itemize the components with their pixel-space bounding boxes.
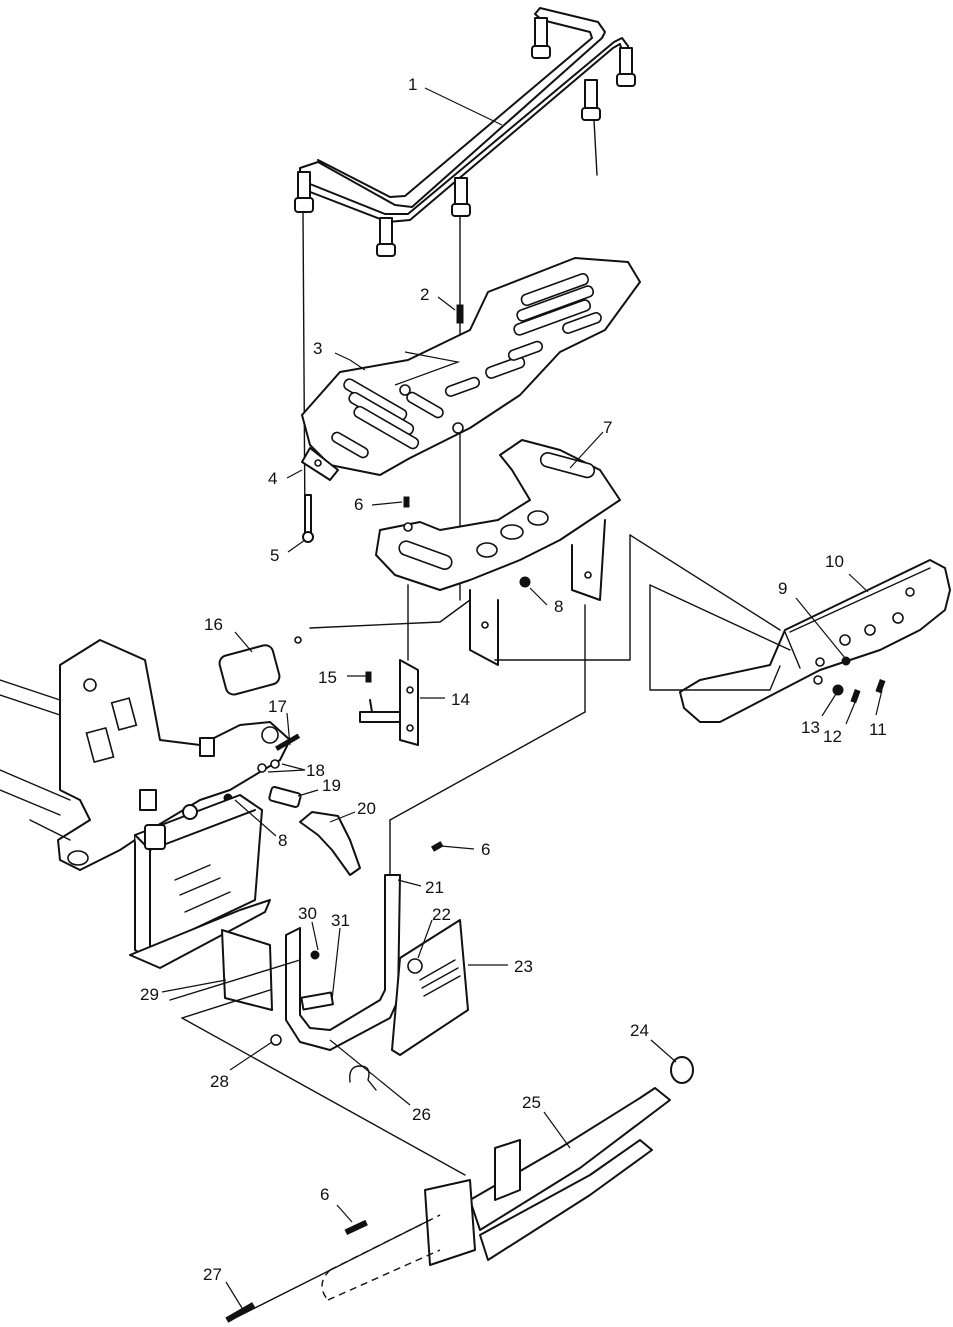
callout-6-top: 6 (354, 495, 363, 514)
assembly-guide-line (649, 584, 781, 691)
bolt-guide-line (302, 211, 306, 531)
callout-30: 30 (298, 904, 317, 923)
leader-lines (161, 87, 883, 1309)
hidden-bumper-outline (321, 1214, 441, 1301)
callout-17: 17 (268, 697, 287, 716)
mud-flap (391, 919, 469, 1056)
callout-10: 10 (825, 552, 844, 571)
assembly-guide-line (629, 534, 781, 631)
nut (832, 684, 844, 696)
u-frame-support (285, 874, 401, 1051)
callout-5: 5 (270, 546, 279, 565)
callout-22: 22 (432, 905, 451, 924)
end-cap (670, 1056, 694, 1084)
callout-labels: 1 2 3 4 5 6 6 6 7 8 8 9 10 11 12 13 14 1… (140, 75, 887, 1284)
callout-27: 27 (203, 1265, 222, 1284)
assembly-guide-line (181, 989, 271, 1019)
callout-8-bracket: 8 (554, 597, 563, 616)
screw (875, 679, 886, 694)
callout-16: 16 (204, 615, 223, 634)
grommet (270, 1034, 282, 1046)
callout-14: 14 (451, 690, 470, 709)
battery-box (129, 794, 271, 969)
callout-28: 28 (210, 1072, 229, 1091)
callout-19: 19 (322, 776, 341, 795)
screw (403, 496, 410, 508)
assembly-guide-line (389, 711, 586, 821)
washer (257, 763, 267, 773)
hook-clip (349, 1065, 377, 1091)
callout-20: 20 (357, 799, 376, 818)
mounting-bracket (375, 439, 621, 666)
support-bracket (359, 659, 419, 746)
washer (270, 759, 280, 769)
callout-18: 18 (306, 761, 325, 780)
callout-26: 26 (412, 1105, 431, 1124)
front-bumper (424, 1087, 671, 1266)
callout-11: 11 (869, 720, 887, 739)
screw (310, 950, 320, 960)
callout-1: 1 (408, 75, 417, 94)
side-plate (221, 929, 273, 1011)
assembly-guide-line (649, 584, 791, 651)
bolt-guide-line (593, 119, 598, 176)
screw (344, 1219, 368, 1236)
callout-2: 2 (420, 285, 429, 304)
vehicle-frame (0, 639, 291, 871)
callout-23: 23 (514, 957, 533, 976)
bolt-guide-line (234, 1219, 431, 1319)
callout-25: 25 (522, 1093, 541, 1112)
rear-bumper-cover (679, 559, 951, 723)
washer (813, 675, 823, 685)
long-bolt (225, 1302, 256, 1323)
screw (365, 671, 372, 683)
rack-plate (301, 257, 641, 476)
callout-24: 24 (630, 1021, 649, 1040)
screw (456, 304, 464, 324)
washer (841, 656, 851, 666)
clamp (268, 786, 302, 808)
top-rack-tube (294, 7, 636, 257)
tail-light (218, 636, 302, 696)
nut (519, 576, 531, 588)
callout-12: 12 (823, 727, 842, 746)
screw (850, 689, 861, 704)
assembly-guide-line (181, 1017, 466, 1176)
callout-6-bottom: 6 (320, 1185, 329, 1204)
bolt (275, 733, 301, 751)
callout-4: 4 (268, 469, 277, 488)
angle-bracket (299, 811, 361, 876)
wire-guide-line (309, 599, 471, 629)
assembly-guide-line (494, 534, 631, 661)
callout-7: 7 (603, 418, 612, 437)
callout-15: 15 (318, 668, 337, 687)
callout-13: 13 (801, 718, 820, 737)
spacer-plate (301, 447, 339, 481)
callout-9: 9 (778, 579, 787, 598)
bolt (302, 494, 314, 543)
callout-6-middle: 6 (481, 840, 490, 859)
callout-8-frame: 8 (278, 831, 287, 850)
assembly-guide-line (169, 959, 301, 1001)
callout-3: 3 (313, 339, 322, 358)
screw (430, 841, 444, 852)
callout-31: 31 (331, 911, 350, 930)
callout-21: 21 (425, 878, 444, 897)
callout-29: 29 (140, 985, 159, 1004)
